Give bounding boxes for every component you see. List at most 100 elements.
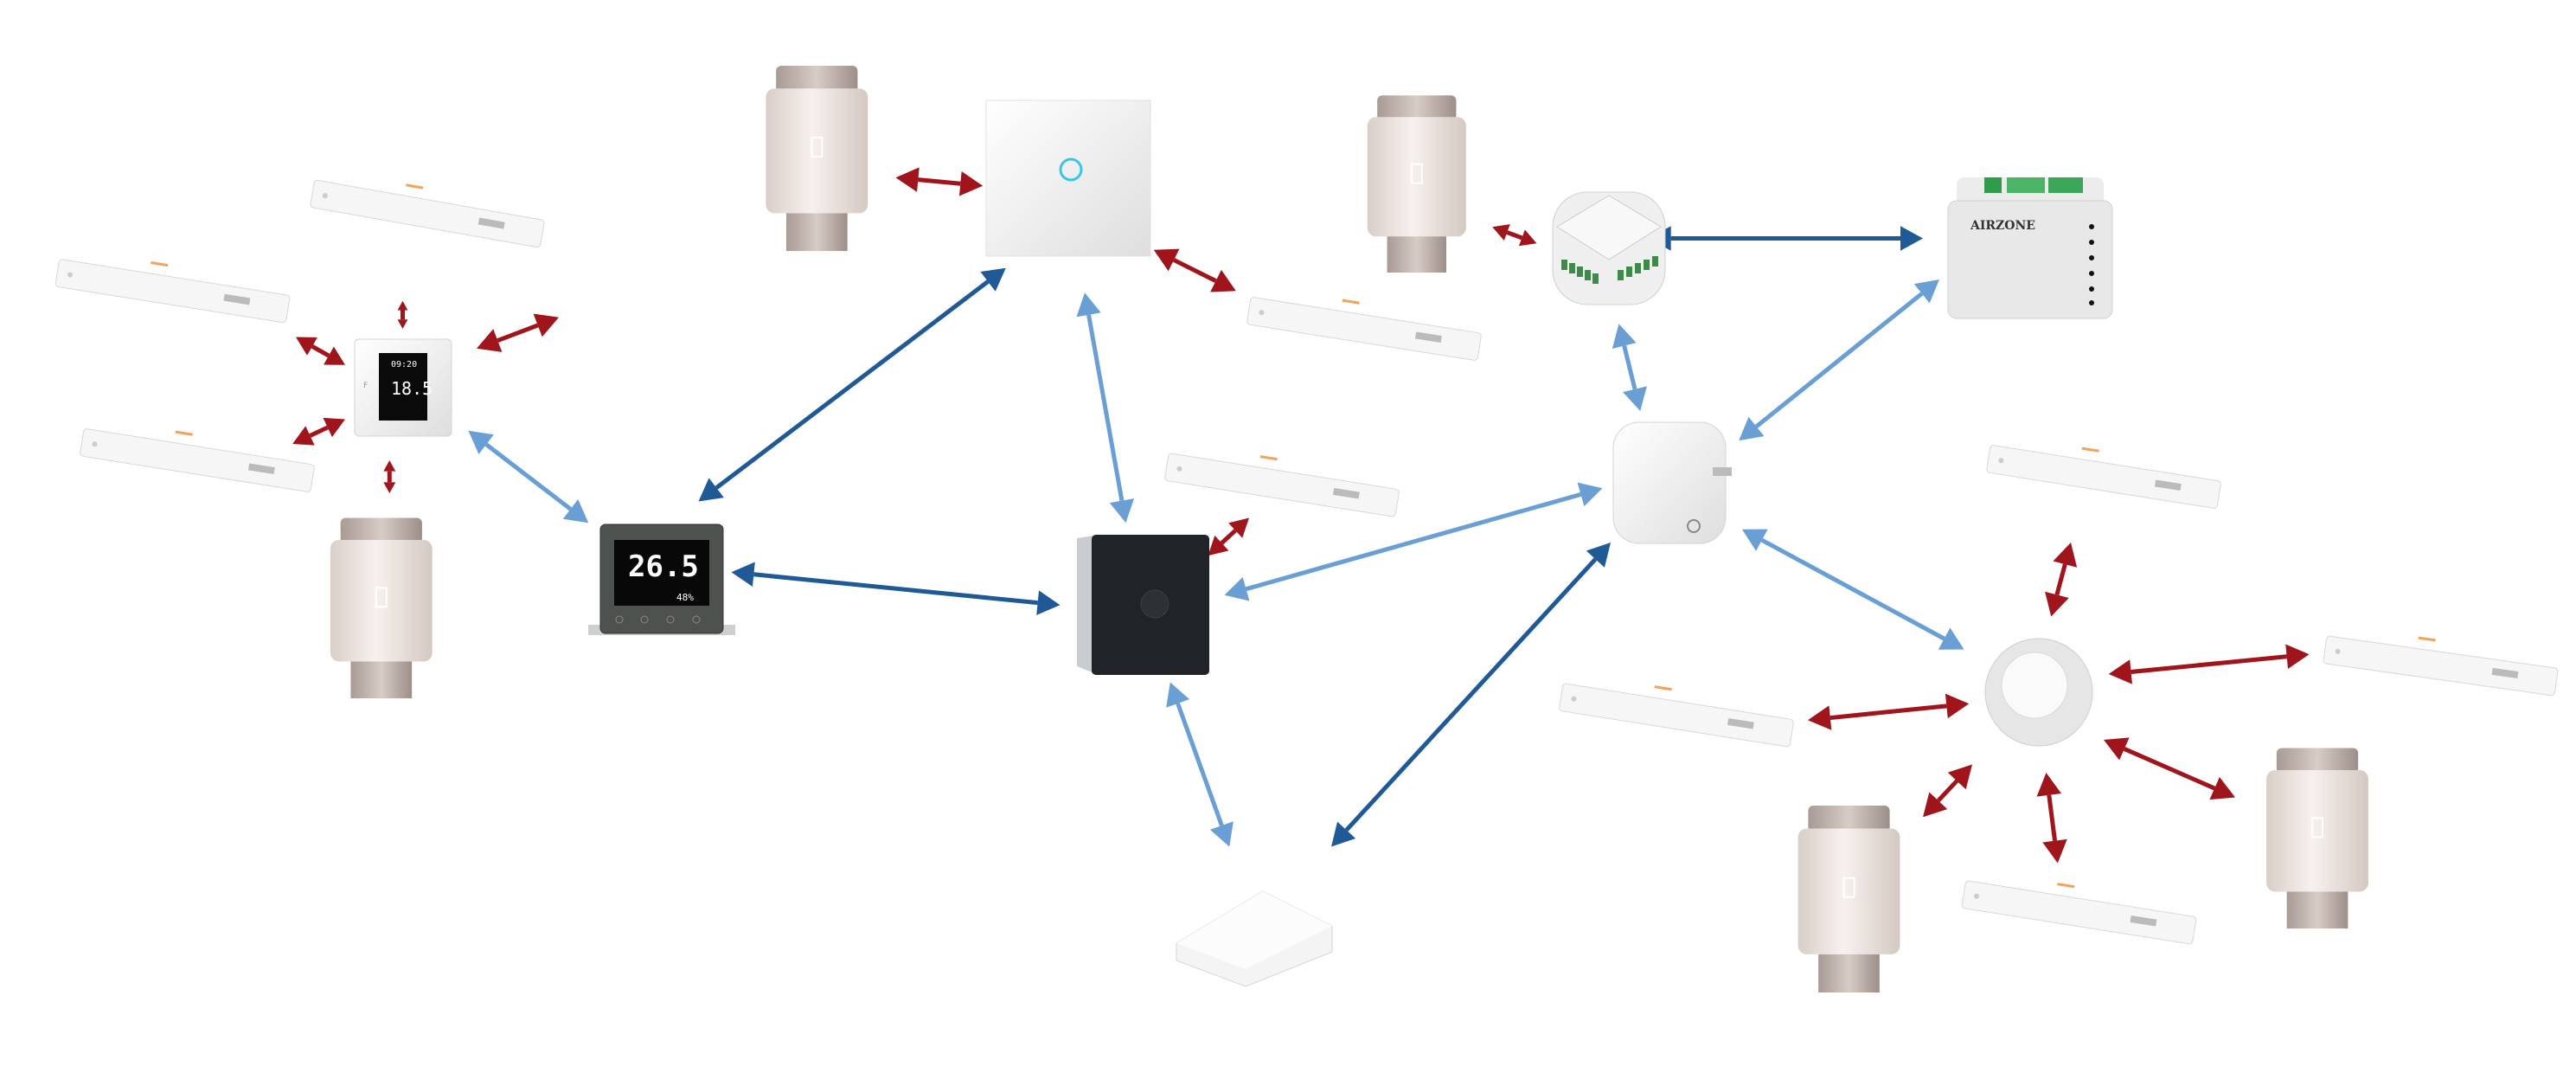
arrowhead bbox=[383, 482, 396, 493]
arrowhead bbox=[1209, 821, 1234, 847]
arrowhead bbox=[533, 313, 559, 337]
connection-arrow bbox=[1612, 324, 1647, 411]
wall-thermostat-temperature: 18.5 bbox=[391, 378, 433, 399]
arrowhead bbox=[1739, 416, 1765, 441]
connection-arrow bbox=[1742, 529, 1964, 650]
connection-arrow bbox=[1208, 517, 1249, 556]
arrowhead bbox=[2045, 591, 2069, 617]
connection-arrow bbox=[1153, 248, 1236, 292]
arrowhead bbox=[2285, 644, 2310, 669]
arrowhead bbox=[323, 417, 345, 438]
window-sensor[interactable] bbox=[310, 168, 547, 248]
wall-thermostat-f-button[interactable]: F bbox=[363, 382, 368, 390]
arrowhead bbox=[1153, 248, 1180, 272]
device-layer bbox=[54, 66, 2560, 992]
connection-arrow bbox=[477, 313, 559, 352]
wall-sensor-box[interactable] bbox=[1176, 890, 1333, 987]
connection-arrow bbox=[383, 460, 396, 493]
connection-arrow bbox=[1331, 543, 1611, 847]
connection-arrow bbox=[397, 300, 408, 329]
window-sensor[interactable] bbox=[1961, 869, 2199, 945]
arrowhead bbox=[1623, 386, 1647, 411]
radiator-valve[interactable] bbox=[766, 66, 868, 252]
touch-switch[interactable] bbox=[985, 100, 1151, 257]
arrowhead bbox=[1492, 224, 1510, 241]
connection-arrow bbox=[698, 267, 1006, 502]
connection-arrow bbox=[1076, 292, 1135, 524]
arrowhead bbox=[1228, 517, 1249, 538]
arrowhead bbox=[1166, 682, 1190, 708]
arrowhead bbox=[1742, 529, 1768, 551]
connection-arrow bbox=[2045, 543, 2078, 617]
arrowhead bbox=[2036, 773, 2061, 797]
connection-arrow bbox=[1166, 682, 1234, 847]
floor-thermostat-temperature: 26.5 bbox=[628, 549, 699, 584]
window-sensor[interactable] bbox=[80, 416, 317, 492]
window-sensor[interactable] bbox=[1246, 285, 1483, 361]
window-sensor[interactable] bbox=[1559, 671, 1796, 748]
wall-thermostat-time: 09:20 bbox=[391, 360, 417, 369]
arrowhead bbox=[1913, 279, 1939, 304]
airzone-gateway[interactable]: AIRZONE bbox=[1947, 177, 2113, 319]
connection-arrow bbox=[2108, 644, 2310, 684]
arrowhead bbox=[1208, 535, 1229, 556]
arrowhead bbox=[1331, 821, 1356, 847]
floor-thermostat-humidity: 48% bbox=[676, 592, 694, 603]
arrowhead bbox=[698, 478, 724, 502]
arrowhead bbox=[292, 426, 315, 446]
arrowhead bbox=[2053, 543, 2078, 568]
arrowhead bbox=[1808, 705, 1832, 730]
arrowhead bbox=[1947, 764, 1972, 790]
radiator-valve[interactable] bbox=[330, 517, 433, 699]
connection-arrow bbox=[731, 562, 1061, 615]
connection-arrow bbox=[1808, 693, 1970, 730]
round-sensor[interactable] bbox=[1984, 638, 2093, 747]
radiator-valve[interactable] bbox=[1797, 806, 1900, 992]
window-sensor[interactable] bbox=[1164, 441, 1401, 517]
floor-thermostat[interactable]: 26.5 48% bbox=[588, 524, 735, 635]
arrowhead bbox=[1945, 693, 1970, 719]
arrowhead bbox=[980, 267, 1006, 292]
radiator-valve[interactable] bbox=[2266, 748, 2368, 929]
arrowhead bbox=[1224, 576, 1250, 601]
arrowhead bbox=[895, 167, 920, 192]
arrowhead bbox=[2042, 838, 2067, 864]
arrowhead bbox=[1612, 324, 1637, 349]
window-sensor[interactable] bbox=[2323, 624, 2560, 697]
connection-arrow bbox=[468, 430, 589, 524]
arrowhead bbox=[468, 430, 494, 454]
connection-arrow bbox=[1923, 764, 1972, 818]
connection-arrow bbox=[895, 167, 984, 196]
relay-module[interactable] bbox=[1552, 191, 1666, 305]
connection-layer bbox=[292, 167, 2310, 864]
arrowhead bbox=[1938, 627, 1964, 650]
arrowhead bbox=[1210, 269, 1236, 292]
arrowhead bbox=[397, 319, 408, 329]
connection-arrow bbox=[1492, 224, 1537, 247]
arrowhead bbox=[324, 346, 345, 365]
smart-plug[interactable] bbox=[1612, 421, 1732, 544]
connection-arrow bbox=[2036, 773, 2067, 864]
arrowhead bbox=[1577, 482, 1603, 507]
wall-thermostat[interactable]: 09:20 18.5 F bbox=[354, 338, 452, 437]
arrowhead bbox=[477, 329, 503, 352]
connection-arrow bbox=[2104, 737, 2235, 800]
radiator-valve[interactable] bbox=[1367, 95, 1466, 273]
window-sensor[interactable] bbox=[1986, 433, 2223, 509]
arrowhead bbox=[562, 499, 589, 524]
connection-arrow bbox=[292, 417, 345, 446]
arrowhead bbox=[1518, 229, 1537, 247]
airzone-logo: AIRZONE bbox=[1970, 219, 2035, 233]
hub[interactable] bbox=[1077, 535, 1209, 675]
arrowhead bbox=[958, 171, 984, 196]
arrowhead bbox=[1923, 792, 1948, 818]
arrowhead bbox=[1109, 498, 1135, 524]
arrowhead bbox=[383, 460, 396, 472]
arrowhead bbox=[2209, 776, 2235, 800]
arrowhead bbox=[2104, 737, 2130, 761]
connection-arrow bbox=[1739, 279, 1939, 441]
arrowhead bbox=[397, 300, 408, 311]
arrowhead bbox=[1036, 590, 1061, 615]
connection-arrow bbox=[296, 337, 345, 365]
window-sensor[interactable] bbox=[54, 247, 292, 324]
